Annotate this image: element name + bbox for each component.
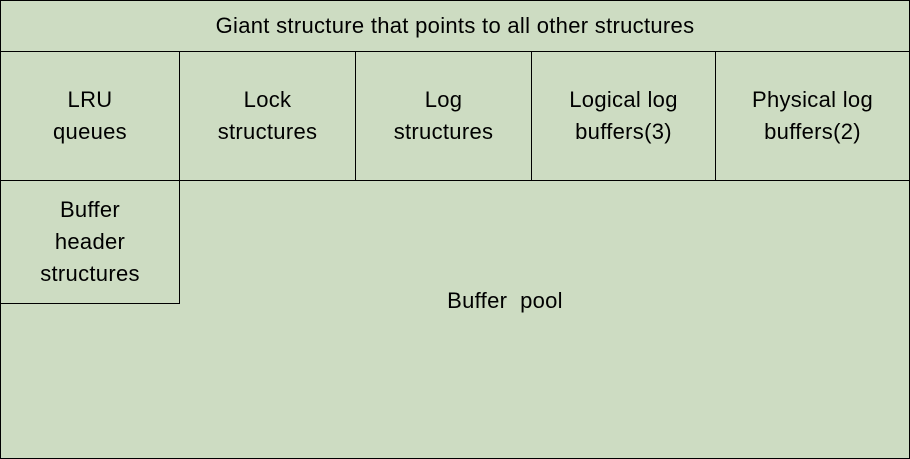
lru-queues-box: LRU queues	[0, 51, 180, 181]
log-structures-box: Log structures	[355, 51, 532, 181]
logical-log-buffers-box: Logical log buffers(3)	[531, 51, 716, 181]
buffer-header-structures-box: Buffer header structures	[0, 180, 180, 304]
physical-log-buffers-box: Physical log buffers(2)	[715, 51, 910, 181]
buffer-pool-label: Buffer pool	[447, 288, 563, 313]
giant-structure-box: Giant structure that points to all other…	[0, 0, 910, 52]
lock-structures-box: Lock structures	[179, 51, 356, 181]
